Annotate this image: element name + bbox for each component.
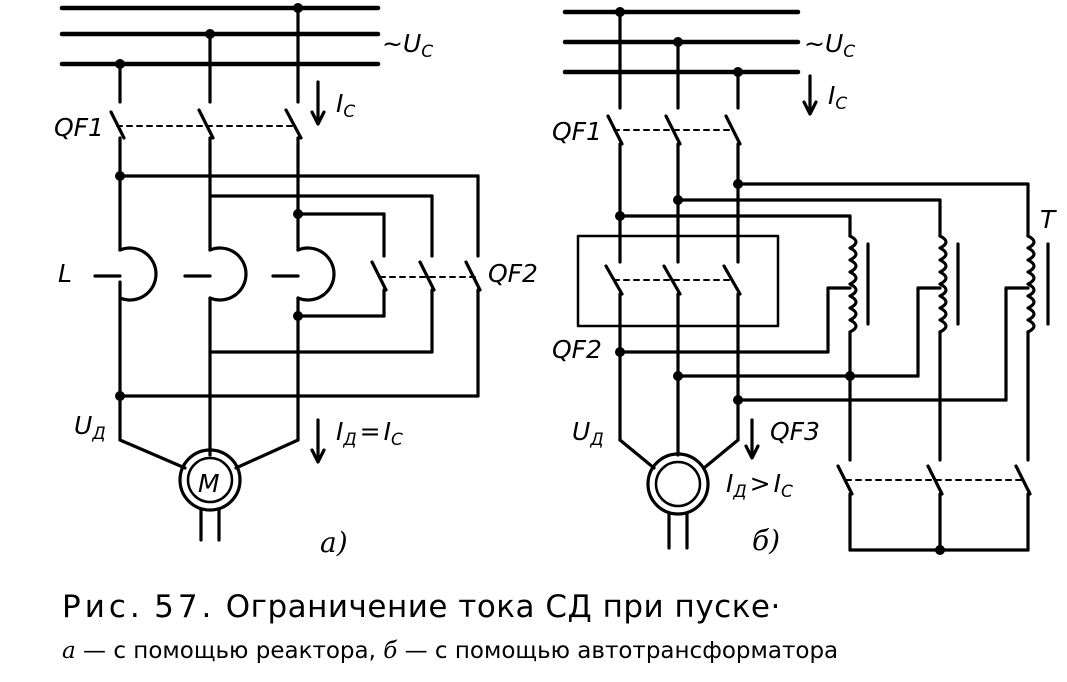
caption-item-a-letter: а xyxy=(62,638,76,664)
diagram-a-tag: а) xyxy=(320,526,348,559)
arrow-icon xyxy=(310,80,326,126)
supply-bus-b xyxy=(562,7,801,77)
breaker2-label-b: QF2 xyxy=(552,335,602,364)
figure-prefix: Рис. xyxy=(62,589,144,625)
figure-number: 57. xyxy=(154,589,216,625)
bypass-wiring-a xyxy=(115,171,480,258)
breaker2-label-a: QF2 xyxy=(488,259,538,288)
motor-current-label-a: IД=IC xyxy=(336,417,403,450)
breaker-qf1-b xyxy=(606,114,742,146)
current-label-a: IC xyxy=(336,89,355,122)
diagram-b: ~UC IC QF1 QF2 QF3 T UД IД>IC б) xyxy=(552,7,1057,557)
figure-caption-title: Рис. 57. Ограничение тока СД при пуске· xyxy=(62,589,781,625)
motor-label: M xyxy=(198,469,220,498)
arrow-icon xyxy=(744,418,760,460)
voltage-label-b: UД xyxy=(572,417,604,450)
figure-caption-description: а — с помощью реактора, б — с помощью ав… xyxy=(62,638,838,664)
caption-item-b-letter: б xyxy=(383,638,398,664)
diagram-b-tag: б) xyxy=(752,524,780,557)
current-label-b: IC xyxy=(828,81,847,114)
supply-label-a: ~UC xyxy=(382,29,433,62)
caption-item-a-text: — с помощью реактора, xyxy=(75,638,384,664)
breaker1-label-b: QF1 xyxy=(552,117,602,146)
arrow-icon xyxy=(310,418,326,464)
supply-bus-a xyxy=(59,3,381,69)
breaker3-label-b: QF3 xyxy=(770,417,820,446)
breaker-qf1-a xyxy=(109,108,303,140)
voltage-label-a: UД xyxy=(74,411,106,444)
circuit-diagram: ~UC IC QF1 QF2 L UД M IД=IC а) xyxy=(54,3,1057,559)
motor-current-label-b: IД>IC xyxy=(726,469,793,502)
figure-title: Ограничение тока СД при пуске· xyxy=(225,589,781,625)
reactor-label: L xyxy=(58,259,72,288)
motor-a xyxy=(178,448,242,542)
breaker-qf2-a xyxy=(115,260,482,401)
transformer-label: T xyxy=(1040,205,1057,234)
motor-b xyxy=(646,452,710,550)
diagram-a: ~UC IC QF1 QF2 L UД M IД=IC а) xyxy=(54,3,538,559)
breaker-qf3-b xyxy=(836,464,1032,555)
arrow-icon xyxy=(802,74,818,116)
breaker1-label-a: QF1 xyxy=(54,113,104,142)
autotransformer-wiring xyxy=(615,179,1050,462)
supply-label-b: ~UC xyxy=(804,29,855,62)
caption-item-b-text: — с помощью автотрансформатора xyxy=(397,638,839,664)
